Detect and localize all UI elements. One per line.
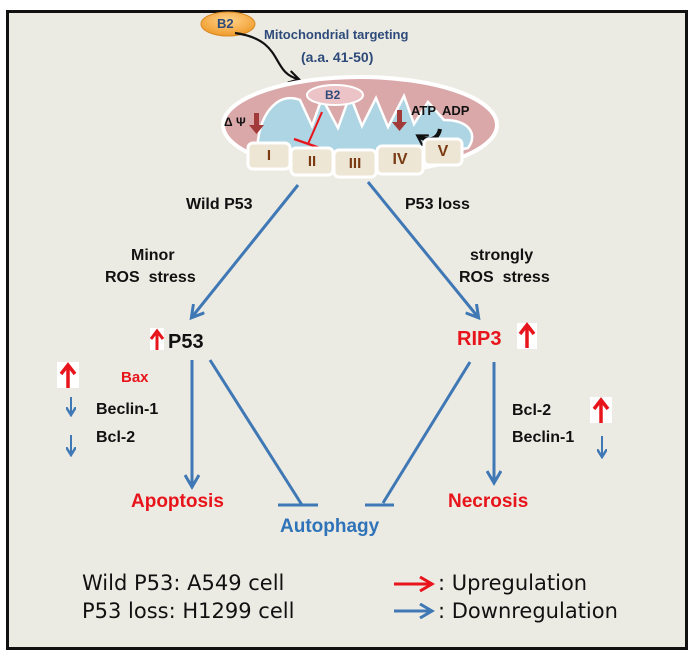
apoptosis-outcome: Apoptosis <box>131 491 224 512</box>
complex-v <box>422 137 464 167</box>
atp-down-arrow <box>392 110 407 131</box>
bcl2-label-left: Bcl-2 <box>96 429 136 446</box>
adp-label: ADP <box>442 103 470 118</box>
targeting-range: (a.a. 41-50) <box>301 49 374 65</box>
bcl2-label-right: Bcl-2 <box>512 402 552 419</box>
targeting-label: Mitochondrial targeting <box>264 27 409 42</box>
b2-inside-label: B2 <box>325 88 341 102</box>
strong-stress-line1: strongly <box>470 247 534 264</box>
complex-iv-label: IV <box>392 151 408 168</box>
rip3-inhibits-autophagy <box>365 361 472 507</box>
delta-psi-label: Δ Ψ <box>224 115 246 129</box>
p53-up-arrow <box>149 328 165 350</box>
delta-psi-down-arrow <box>249 113 264 134</box>
beclin1-label-left: Beclin-1 <box>96 401 159 418</box>
legend-downregulation-label: : Downregulation <box>438 599 618 623</box>
wild-p53-condition: Wild P53 <box>186 196 253 213</box>
cell-line-p53-loss: P53 loss: H1299 cell <box>82 599 295 623</box>
targeting-arrow <box>234 31 302 84</box>
cell-line-wild-p53: Wild P53: A549 cell <box>82 571 285 595</box>
bcl2-up-arrow <box>592 397 610 423</box>
complex-v-label: V <box>437 143 449 160</box>
arrow-to-p53 <box>192 184 300 317</box>
p53-inhibits-autophagy <box>208 359 318 507</box>
p53-loss-condition: P53 loss <box>405 196 470 213</box>
legend-upregulation-label: : Upregulation <box>438 571 588 595</box>
complex-i-label: I <box>266 147 272 164</box>
complex-iii-label: III <box>348 155 362 172</box>
b2-peptide-outside <box>200 11 256 37</box>
p53-node: P53 <box>168 331 204 353</box>
autophagy-outcome: Autophagy <box>280 516 380 537</box>
b2-outside-label: B2 <box>217 16 234 31</box>
bax-up-arrow <box>59 362 77 388</box>
minor-stress-line1: Minor <box>131 247 175 264</box>
complex-ii-label: II <box>307 153 317 170</box>
minor-stress-line2: ROS stress <box>105 269 196 286</box>
strong-stress-line2: ROS stress <box>459 269 550 286</box>
rip3-up-arrow <box>518 322 536 348</box>
atp-label: ATP <box>411 103 437 118</box>
rip3-node: RIP3 <box>457 328 502 350</box>
bax-label: Bax <box>121 369 149 386</box>
arrow-to-rip3 <box>366 181 478 317</box>
beclin1-label-right: Beclin-1 <box>512 429 575 446</box>
necrosis-outcome: Necrosis <box>448 491 529 512</box>
